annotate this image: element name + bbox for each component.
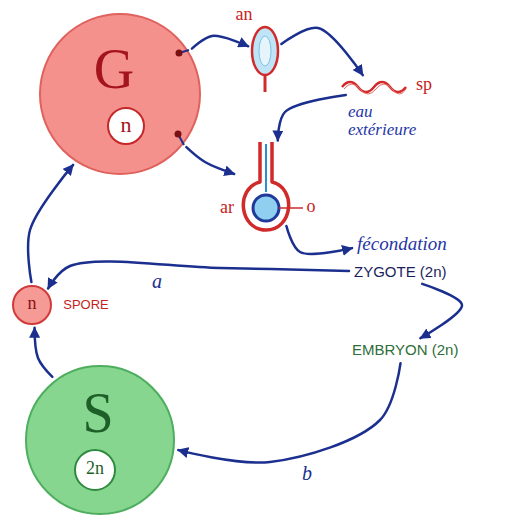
cycle-arrow <box>420 284 462 338</box>
node-text: ZYGOTE (2n) <box>354 264 447 281</box>
node-text: 2n <box>86 459 104 479</box>
node-text: sp <box>416 75 432 95</box>
node-text: an <box>236 5 253 25</box>
cycle-arrow <box>35 328 53 377</box>
antherozoid: sp <box>338 70 438 104</box>
cycle-arrow <box>186 147 234 174</box>
cycle-arrow <box>178 363 400 462</box>
cycle-arrow <box>192 36 248 49</box>
cycle-arrow <box>278 95 346 140</box>
note-label: eau extérieure <box>348 103 430 139</box>
node-text: SPORE <box>63 298 109 312</box>
cycle-arrow <box>28 165 73 282</box>
archegonium-outline <box>215 140 320 235</box>
gametophyte-circle: Gn <box>38 12 202 176</box>
node-text: EMBRYON (2n) <box>352 342 458 359</box>
edge-label: b <box>300 462 314 484</box>
node-text: n <box>121 113 132 137</box>
sporophyte-circle: S 2n <box>24 364 176 516</box>
archegonium: ar o <box>215 140 320 235</box>
stage-text: ZYGOTE (2n) <box>352 262 449 283</box>
antheridium: an <box>232 2 288 94</box>
node-text: n <box>28 294 37 314</box>
cycle-arrow <box>286 226 352 254</box>
cycle-arrow <box>48 261 349 288</box>
edge-label: a <box>150 270 164 292</box>
ploidy-circle: n <box>106 106 146 146</box>
stage-text: EMBRYON (2n) <box>350 340 460 361</box>
node-text: G <box>94 39 134 101</box>
process-text: fécondation <box>355 232 449 257</box>
node-text: o <box>307 197 316 217</box>
node-text: ar <box>220 198 234 218</box>
ploidy-circle: 2n <box>73 448 117 492</box>
node-text: fécondation <box>357 234 447 255</box>
cycle-arrow <box>281 28 362 75</box>
spore-circle: n SPORE <box>10 283 122 327</box>
node-text: S <box>82 383 113 445</box>
